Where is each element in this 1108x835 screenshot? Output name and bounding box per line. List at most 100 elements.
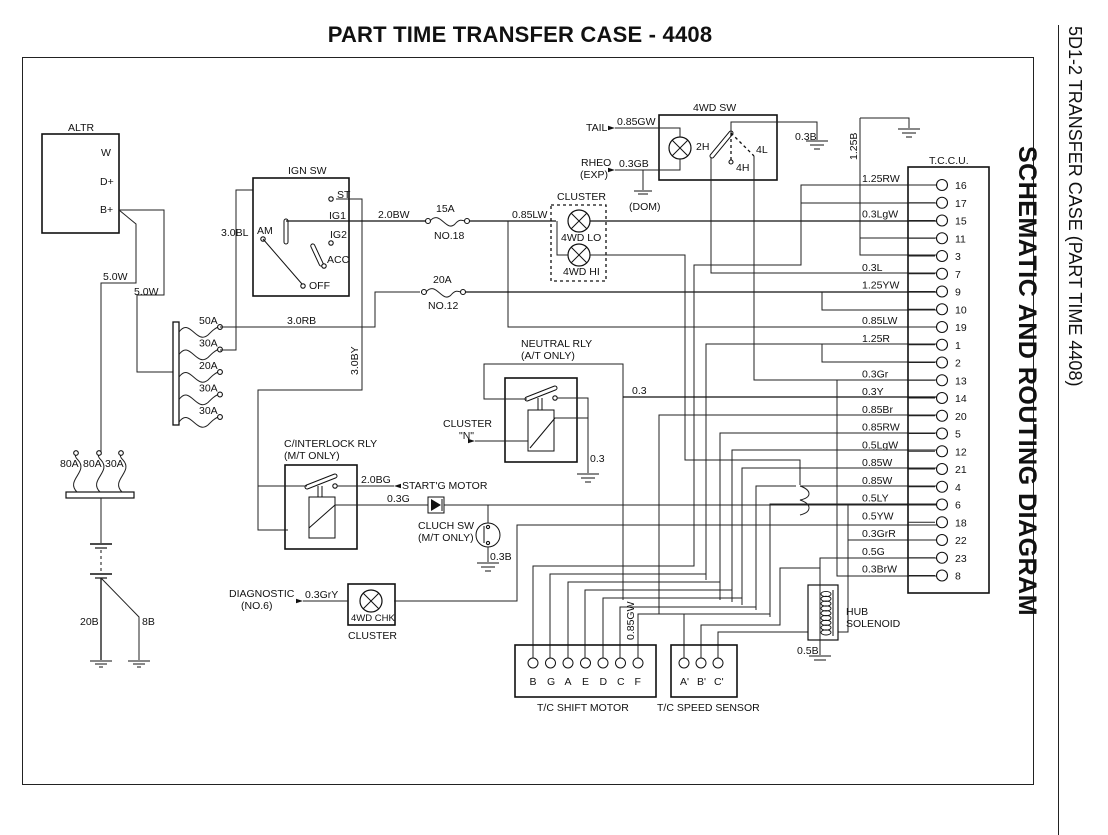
tccu-wire-label: 0.5LY [862,493,889,505]
fuse-rating: 30A [199,405,218,417]
tccu-wire-label: 0.85RW [862,422,900,434]
main-fuse-terminal [118,450,124,456]
altr-terminal-b: B+ [100,204,113,216]
tccu-pin [935,267,949,280]
wire-tccu4 [755,485,940,610]
fuse-terminal [217,369,223,375]
tccu-pin-number: 8 [955,571,961,583]
wire-label-by: 3.0BY [349,346,361,375]
ground-icon [128,660,150,668]
tccu-wire-label: 0.3LgW [862,209,898,221]
main-fuse-terminal [96,450,102,456]
wire-motor-a [567,581,721,660]
chk-cluster-label: CLUSTER [348,630,397,642]
tccu-pin [935,214,949,227]
coil-turn [820,629,832,636]
fuse-20a-number: NO.12 [428,300,459,312]
diagram-frame [22,57,1034,785]
tccu-pin-number: 23 [955,553,967,565]
tccu-wire-label: 0.3L [862,262,883,274]
tccu-pin [935,427,949,440]
tccu-pin-number: 3 [955,251,961,263]
wire-label-neutral: 0.3 [632,385,647,397]
tccu-pin [935,391,949,405]
shift-motor-pin [545,657,556,669]
4wd-chk-lamp: 4WD CHK CLUSTER [347,583,397,642]
tccu-wire-label: 0.85Br [862,404,893,416]
wire-tccu-gnd-top [860,117,910,128]
ign-terminal-off: OFF [309,280,330,292]
clutch-sw-label-1: CLUCH SW [418,520,474,532]
fuse-link [178,394,219,406]
tccu-wire-label: 0.5G [862,546,885,558]
main-fuse-rating: 80A [60,458,79,470]
shift-motor-pin-label: F [635,676,641,688]
tccu-pin [935,285,949,298]
rheo-label-2: (EXP) [580,169,608,181]
tccu-pin-number: 22 [955,535,967,547]
tccu-wire-label: 1.25R [862,333,890,345]
wire-tccu5 [719,432,940,600]
4wd-sw-label: 4WD SW [693,102,736,114]
alternator: ALTR W D+ B+ [41,122,120,234]
lamp-4wd-lo: 4WD LO [561,232,601,244]
wire-0-3gr-tccu13 [753,156,940,381]
tccu-wire-label: 0.3Gr [862,368,889,380]
tccu-pin [935,533,949,547]
alternator-label: ALTR [68,122,94,134]
wire-tccu21 [741,467,940,605]
shift-motor-pin [527,657,539,669]
shift-motor-label: T/C SHIFT MOTOR [537,702,629,714]
wire-tccu12 [731,449,940,602]
interlock-rly-label-2: (M/T ONLY) [284,450,340,462]
tccu-pin-number: 5 [955,429,961,441]
main-fuse-terminal [73,450,79,456]
wire-chk-tccu18 [394,524,940,602]
wire-0-3l-tccu7 [710,157,940,274]
tccu-pin-number: 12 [955,446,967,458]
tccu-pin [935,196,949,209]
wire-label-tail: 0.85GW [617,116,656,128]
shift-motor-pin [580,657,591,669]
tccu-pin-number: 4 [955,482,961,494]
ign-terminal-st: ST [337,189,351,201]
wire-sensor-a [658,560,685,660]
tccu-pin-number: 18 [955,517,967,529]
fuse-rating: 30A [199,338,218,350]
starting-motor-label: START'G MOTOR [402,480,488,492]
tccu-pin-number: 10 [955,304,967,316]
wire-label-clutch-gnd: 0.3B [490,551,512,563]
page-title: PART TIME TRANSFER CASE - 4408 [327,22,713,47]
clutch-sw-label-2: (M/T ONLY) [418,532,474,544]
main-fuse-rating: 80A [83,458,102,470]
tccu-wire-label: 1.25RW [862,173,900,185]
wire-tccu8 [836,380,940,577]
neutral-relay: NEUTRAL RLY (A/T ONLY) [504,338,592,463]
tccu-pin-number: 1 [955,340,961,352]
wire-motor-f [637,613,771,660]
tccu-pin [935,178,949,192]
fuse-terminal [217,414,223,420]
fuse-link [178,416,219,428]
hub-solenoid-label-1: HUB [846,606,868,618]
tccu-pin-number: 2 [955,358,961,370]
wire-label-clutch: 0.3G [387,493,410,505]
wire-motor-b [532,560,695,660]
fuse-rating: 20A [199,360,218,372]
ground-icon [898,128,920,138]
ign-terminal-ig1: IG1 [329,210,346,222]
pos-4h: 4H [736,162,749,174]
tccu-pin [935,462,949,476]
tccu-pin [935,249,949,263]
tccu-wire-label: 0.85W [862,457,892,469]
tc-speed-sensor: A'B'C' T/C SPEED SENSOR [657,644,760,714]
ignition-switch: IGN SW ST IG1 IG2 ACC AM OFF [252,165,351,297]
neutral-rly-label-1: NEUTRAL RLY [521,338,592,350]
ground-icon [806,140,828,150]
tccu-wire-label: 1.25YW [862,280,899,292]
wire-0-85br-tccu20 [658,414,940,560]
rheo-label-1: RHEO [581,157,611,169]
wire-st-3-0by [257,198,363,531]
